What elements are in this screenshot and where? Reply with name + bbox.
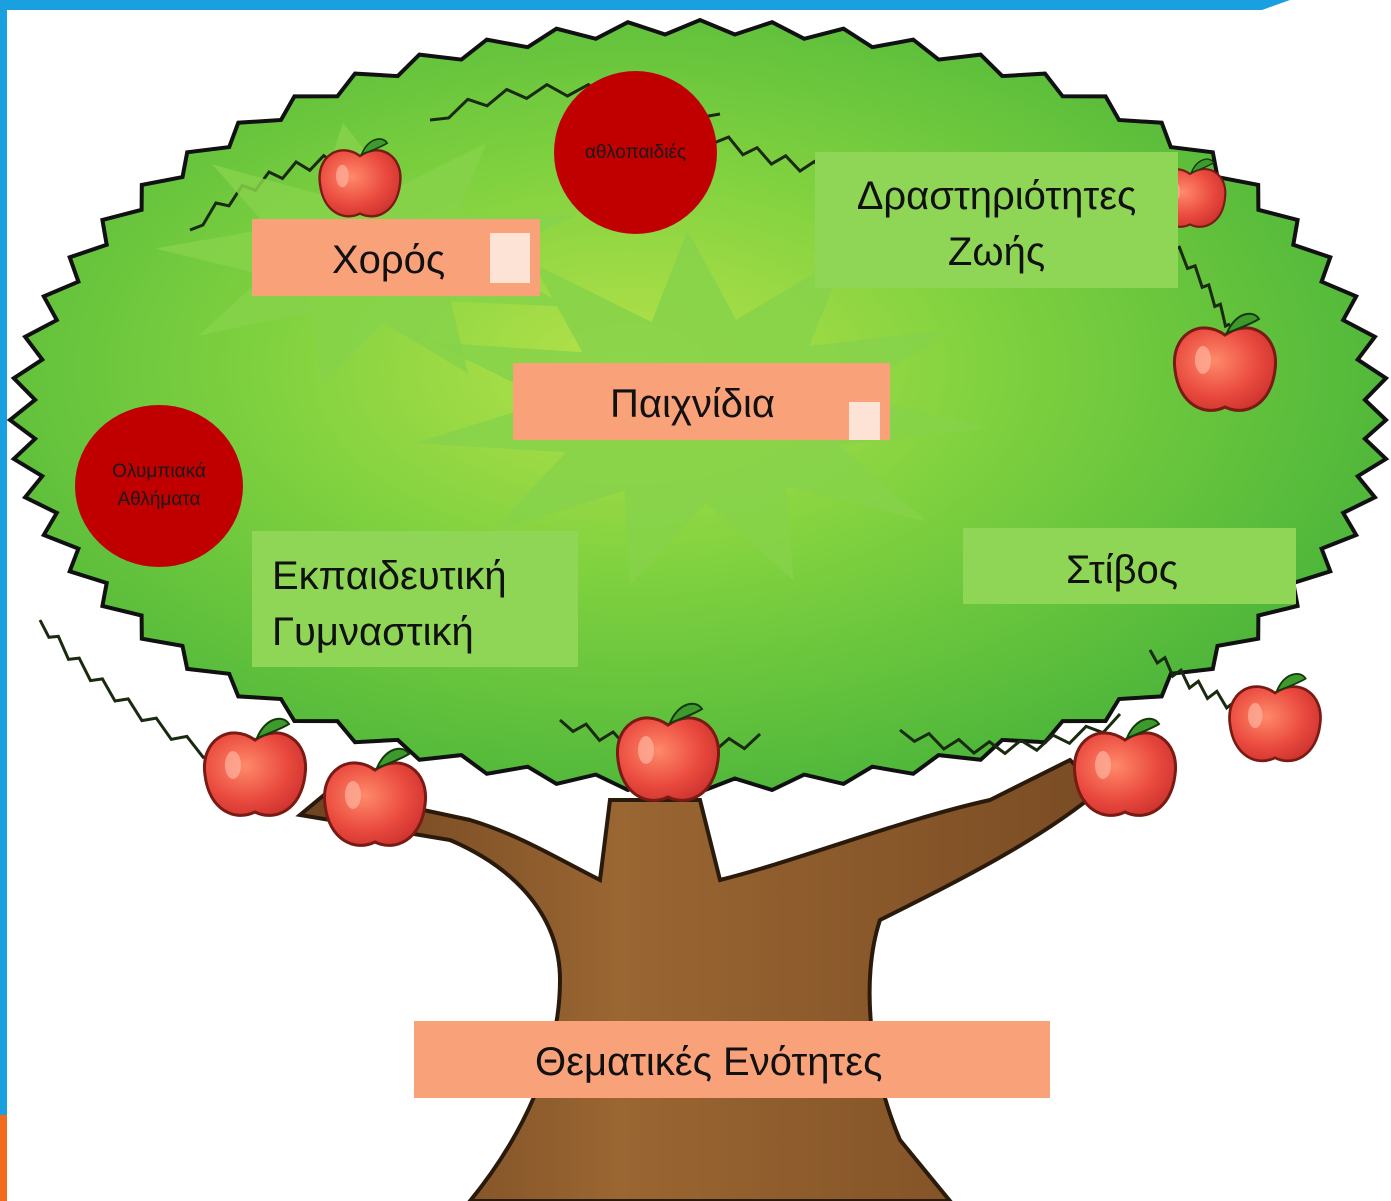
leaf-clump-line <box>899 712 1122 756</box>
life-activities-box: Δραστηριότητες Ζωής <box>815 152 1178 288</box>
frame-left-orange <box>0 1115 7 1201</box>
apple-icon <box>318 138 402 218</box>
leaf-icon <box>1275 672 1307 693</box>
leaf-icon <box>1225 312 1261 335</box>
athletics-label: Στίβος <box>1066 548 1179 592</box>
apples-group <box>202 138 1322 847</box>
apple-icon <box>1172 312 1278 412</box>
frame-top-corner <box>1262 0 1290 10</box>
apple-icon <box>1228 672 1322 763</box>
athletics-box: Στίβος <box>963 528 1296 604</box>
leaf-icon <box>1190 158 1215 174</box>
games-label: Παιχνίδια <box>610 382 776 426</box>
apple-icon <box>322 747 428 847</box>
tree-trunk <box>295 757 1103 1201</box>
educational-gymnastics-box: Εκπαιδευτική Γυμναστική <box>252 531 578 667</box>
leaf-icon <box>1125 717 1161 740</box>
apple-icon <box>1072 717 1178 817</box>
life-activities-line1: Δραστηριότητες <box>856 174 1137 218</box>
thematic-units-label: Θεματικές Ενότητες <box>535 1040 883 1084</box>
thematic-units-box: Θεματικές Ενότητες <box>414 1021 1050 1098</box>
leaf-icon <box>668 702 704 725</box>
educational-gymnastics-line1: Εκπαιδευτική <box>272 554 507 598</box>
life-activities-line2: Ζωής <box>947 230 1046 274</box>
leaf-clump-line <box>38 619 221 759</box>
ball-games-label: αθλοπαιδιές <box>584 141 687 163</box>
olympic-sports-line1: Ολυμπιακά <box>112 461 206 483</box>
dance-label: Χορός <box>332 238 446 282</box>
leaf-icon <box>375 747 411 770</box>
olympic-sports-circle: Ολυμπιακά Αθλήματα <box>75 405 243 567</box>
ball-games-circle: αθλοπαιδιές <box>554 71 717 234</box>
leaf-icon <box>255 717 291 740</box>
resize-handle <box>849 402 880 440</box>
resize-handle <box>490 233 530 283</box>
educational-gymnastics-line2: Γυμναστική <box>272 610 474 654</box>
olympic-sports-line2: Αθλήματα <box>117 489 201 510</box>
frame-left-bar <box>0 0 7 1115</box>
games-box: Παιχνίδια <box>513 363 890 440</box>
dance-box: Χορός <box>252 219 540 296</box>
frame-top-bar <box>0 0 1262 10</box>
leaf-icon <box>360 138 389 156</box>
apple-icon <box>202 717 308 817</box>
apple-icon <box>615 702 721 802</box>
